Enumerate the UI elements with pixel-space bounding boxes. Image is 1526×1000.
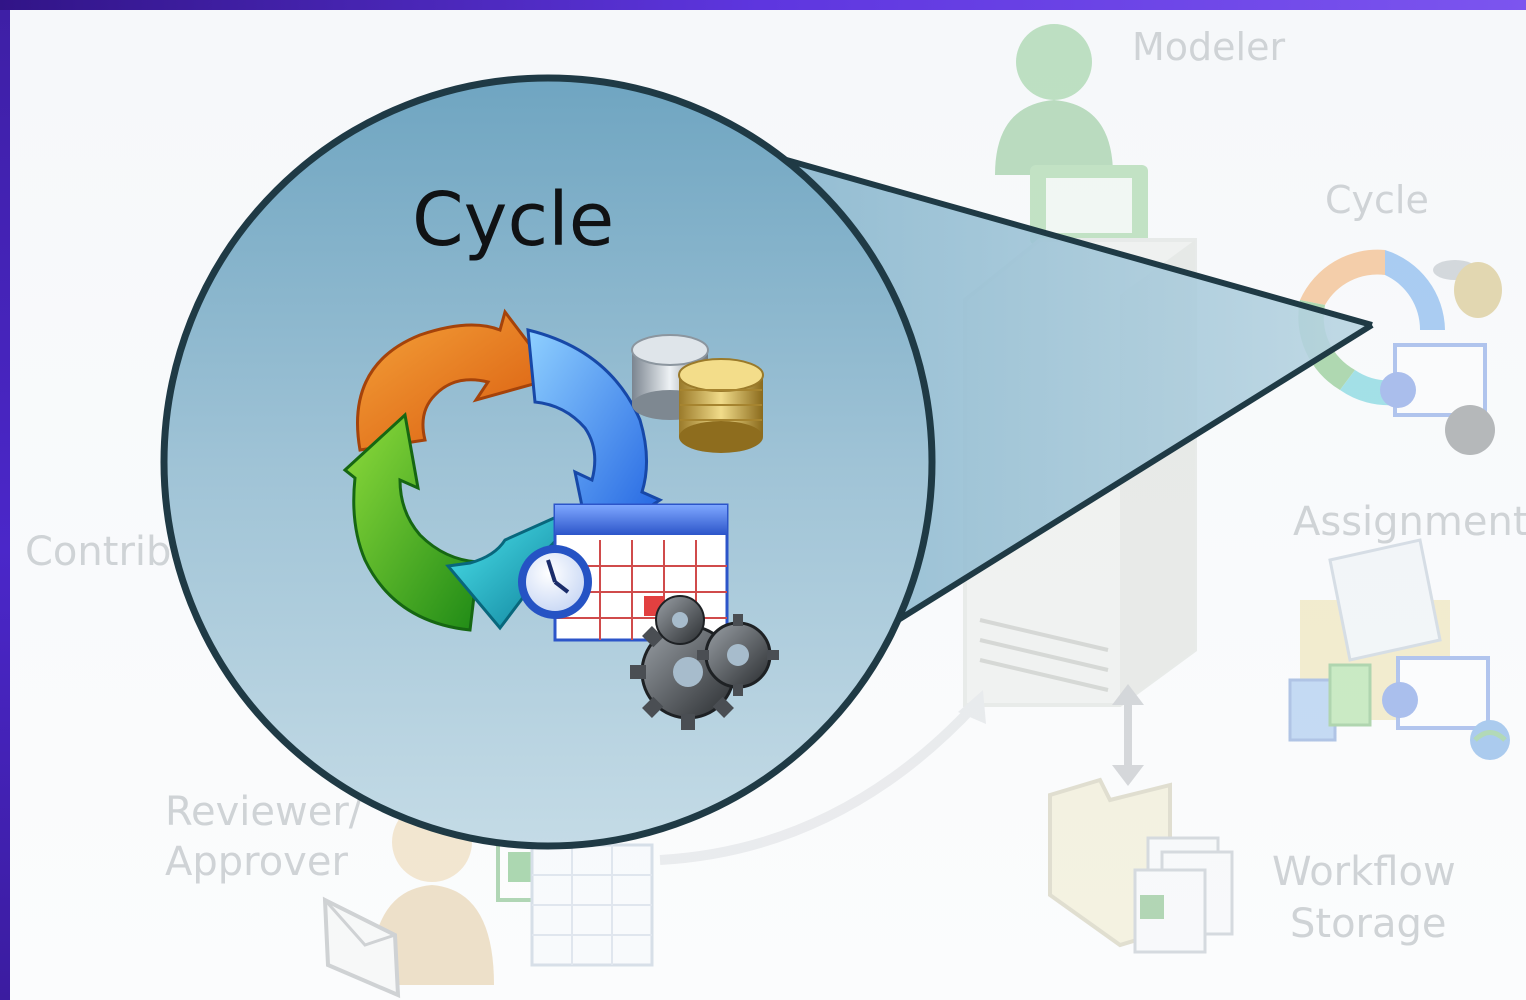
label-assignment: Assignment bbox=[1293, 499, 1526, 545]
modeler-user-icon bbox=[995, 24, 1148, 245]
label-modeler: Modeler bbox=[1132, 25, 1285, 69]
label-workflow-line1: Workflow bbox=[1272, 849, 1456, 895]
reviewer-user-icon bbox=[322, 802, 654, 999]
faded-background-diagram bbox=[322, 24, 1510, 999]
slide-top-band bbox=[0, 0, 1526, 10]
gears-icon bbox=[630, 595, 779, 730]
label-reviewer-line1: Reviewer/ bbox=[165, 789, 363, 835]
globe-icon bbox=[1470, 720, 1510, 760]
clock-icon bbox=[518, 545, 592, 619]
folder-icon bbox=[1048, 777, 1234, 954]
label-reviewer-line2: Approver bbox=[165, 839, 348, 885]
envelope-icon bbox=[322, 896, 401, 999]
assignment-icon bbox=[1288, 538, 1510, 760]
coins-icon bbox=[631, 334, 764, 453]
lens-title: Cycle bbox=[412, 177, 614, 263]
label-workflow-line2: Storage bbox=[1290, 901, 1447, 947]
label-cycle-small: Cycle bbox=[1325, 178, 1429, 222]
spreadsheet-icon bbox=[496, 838, 654, 967]
submit-arrow bbox=[659, 701, 979, 865]
storage-link-arrow bbox=[1112, 684, 1144, 786]
